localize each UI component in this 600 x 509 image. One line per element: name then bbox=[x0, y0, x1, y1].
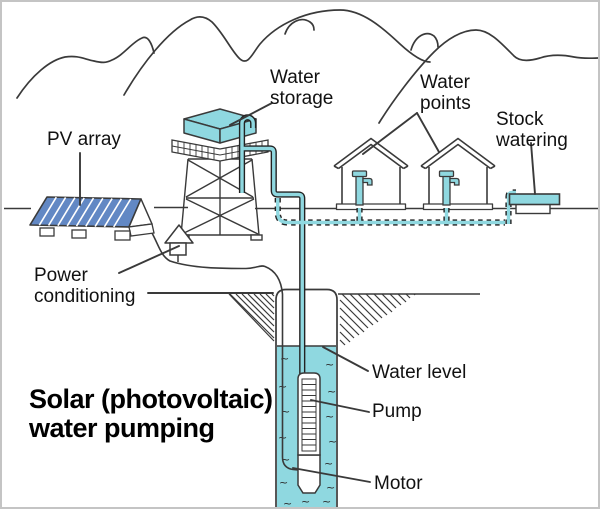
leader-stock-watering bbox=[530, 142, 536, 195]
pump-body bbox=[297, 372, 321, 456]
label-power-conditioning: Power conditioning bbox=[34, 265, 136, 307]
leader-pump bbox=[310, 399, 370, 413]
label-pv-array: PV array bbox=[47, 129, 121, 150]
svg-text:~: ~ bbox=[322, 495, 331, 508]
leader-power-conditioning bbox=[118, 245, 180, 274]
trough-base bbox=[515, 203, 551, 215]
svg-text:~: ~ bbox=[280, 352, 289, 365]
svg-text:~: ~ bbox=[328, 435, 337, 448]
water-storage-tower bbox=[171, 108, 269, 241]
trough bbox=[508, 193, 561, 206]
svg-text:~: ~ bbox=[301, 495, 310, 508]
label-water-level: Water level bbox=[372, 362, 467, 383]
leader-motor bbox=[292, 467, 371, 483]
tap-1 bbox=[351, 170, 373, 206]
svg-text:~: ~ bbox=[327, 385, 336, 398]
svg-text:~: ~ bbox=[281, 405, 290, 418]
taps bbox=[351, 170, 460, 206]
leader-water-points-left bbox=[362, 112, 418, 155]
label-motor: Motor bbox=[374, 473, 423, 494]
svg-text:~: ~ bbox=[281, 453, 290, 466]
leader-water-level bbox=[322, 346, 369, 372]
svg-text:~: ~ bbox=[283, 497, 292, 509]
pv-array bbox=[29, 196, 155, 241]
label-pump: Pump bbox=[372, 401, 422, 422]
leader-water-points-right bbox=[416, 112, 440, 153]
leader-water-storage bbox=[229, 102, 273, 126]
soil-hatch-left bbox=[228, 293, 275, 342]
pump-ribs bbox=[301, 378, 317, 452]
pv-array-feet bbox=[39, 223, 155, 241]
water-point-house-1 bbox=[333, 137, 409, 211]
svg-text:~: ~ bbox=[324, 457, 333, 470]
power-conditioning-unit bbox=[151, 224, 299, 471]
tap-2 bbox=[438, 170, 460, 206]
svg-text:~: ~ bbox=[325, 410, 334, 423]
leader-lines bbox=[79, 102, 536, 483]
storage-tank bbox=[183, 108, 257, 144]
label-water-points: Water points bbox=[420, 72, 471, 114]
label-water-storage: Water storage bbox=[270, 67, 334, 109]
soil-hatch-right bbox=[339, 293, 416, 346]
motor-body bbox=[297, 454, 321, 494]
pv-panel-stripes bbox=[38, 196, 132, 228]
svg-text:~: ~ bbox=[326, 481, 335, 494]
mountains bbox=[16, 9, 598, 124]
label-stock-watering: Stock watering bbox=[496, 109, 568, 151]
water-point-house-2 bbox=[420, 137, 496, 211]
pump-assembly bbox=[297, 372, 321, 494]
svg-text:~: ~ bbox=[325, 358, 334, 371]
svg-text:~: ~ bbox=[279, 476, 288, 489]
stock-watering-trough bbox=[508, 193, 561, 215]
diagram-title: Solar (photovoltaic) water pumping bbox=[29, 384, 273, 443]
tower-lattice bbox=[177, 158, 263, 241]
water-point-houses bbox=[333, 137, 496, 211]
well-casing bbox=[275, 288, 338, 507]
power-cable bbox=[151, 232, 299, 471]
